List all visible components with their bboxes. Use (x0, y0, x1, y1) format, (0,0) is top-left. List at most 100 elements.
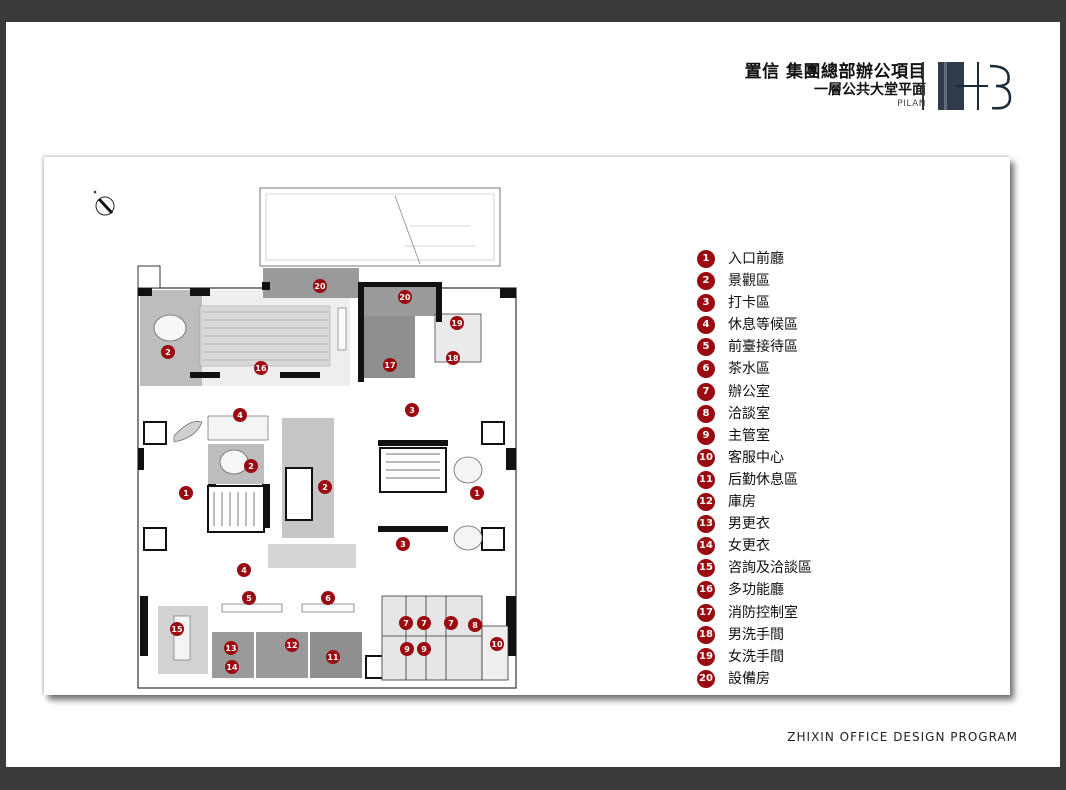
title-block: 置信 集團總部辦公項目 一層公共大堂平面 PILAN (745, 62, 926, 110)
legend-item: 14 女更衣 (697, 535, 897, 557)
svg-text:10: 10 (491, 640, 503, 649)
legend-item: 19 女洗手間 (697, 646, 897, 668)
plan-marker: 15 (170, 622, 184, 636)
legend-number: 20 (697, 669, 715, 688)
svg-text:17: 17 (384, 361, 395, 370)
plan-marker: 7 (444, 616, 458, 630)
svg-text:16: 16 (255, 364, 267, 373)
plan-marker: 4 (237, 563, 251, 577)
legend-number: 4 (697, 316, 715, 335)
legend-item: 3 打卡區 (697, 292, 897, 314)
legend-label: 女洗手間 (728, 648, 784, 665)
legend-number: 16 (697, 581, 715, 600)
title-divider (922, 62, 924, 110)
plan-marker: 16 (254, 361, 268, 375)
plan-marker: 20 (398, 290, 412, 304)
svg-text:1: 1 (183, 489, 189, 498)
svg-text:14: 14 (226, 663, 238, 672)
svg-text:7: 7 (403, 619, 409, 628)
legend-label: 打卡區 (728, 295, 770, 312)
plan-marker: 5 (242, 591, 256, 605)
legend-number: 13 (697, 515, 715, 534)
plan-marker: 12 (285, 638, 299, 652)
legend-label: 入口前廳 (728, 251, 784, 267)
svg-text:1: 1 (474, 489, 480, 498)
svg-text:2: 2 (322, 483, 328, 492)
plan-marker: 19 (450, 316, 464, 330)
plan-marker: 7 (399, 616, 413, 630)
legend-number: 8 (697, 404, 715, 423)
svg-text:3: 3 (400, 540, 406, 549)
legend-number: 10 (697, 448, 715, 467)
legend-item: 12 庫房 (697, 491, 897, 513)
svg-text:6: 6 (325, 594, 331, 603)
legend-label: 庫房 (728, 494, 756, 511)
plan-marker: 2 (244, 459, 258, 473)
svg-text:13: 13 (225, 644, 236, 653)
svg-text:2: 2 (248, 462, 254, 471)
legend-number: 2 (697, 272, 715, 291)
legend-label: 主管室 (728, 427, 770, 444)
plan-marker: 1 (470, 486, 484, 500)
svg-text:3: 3 (409, 406, 415, 415)
legend-label: 客服中心 (728, 449, 784, 466)
drawing-subtitle-en: PILAN (897, 99, 926, 109)
svg-text:5: 5 (246, 594, 252, 603)
plan-marker: 9 (400, 642, 414, 656)
plan-marker: 3 (396, 537, 410, 551)
legend-label: 休息等候區 (728, 317, 798, 334)
legend-number: 9 (697, 426, 715, 445)
plan-marker: 1 (179, 486, 193, 500)
svg-text:8: 8 (472, 621, 478, 630)
legend-number: 5 (697, 338, 715, 357)
svg-text:20: 20 (314, 282, 326, 291)
svg-text:9: 9 (404, 645, 410, 654)
plan-marker: 9 (417, 642, 431, 656)
legend-label: 女更衣 (728, 538, 770, 555)
plan-marker: 17 (383, 358, 397, 372)
legend-item: 4 休息等候區 (697, 314, 897, 336)
svg-text:20: 20 (399, 293, 411, 302)
legend-label: 辦公室 (728, 383, 770, 400)
plan-marker: 10 (490, 637, 504, 651)
plan-marker: 18 (446, 351, 460, 365)
plan-marker: 4 (233, 408, 247, 422)
h3-logo-icon (938, 62, 1012, 110)
svg-text:4: 4 (241, 566, 247, 575)
svg-text:19: 19 (451, 319, 463, 328)
svg-text:9: 9 (421, 645, 427, 654)
legend-label: 茶水區 (728, 361, 770, 378)
plan-marker: 20 (313, 279, 327, 293)
legend-number: 17 (697, 603, 715, 622)
floor-plan: 1 1 2 2 2 3 3 4 4 5 6 7 7 7 8 9 9 10 11 … (137, 187, 517, 689)
legend-number: 15 (697, 559, 715, 578)
legend-number: 14 (697, 537, 715, 556)
svg-text:12: 12 (286, 641, 297, 650)
legend-number: 3 (697, 294, 715, 313)
legend-item: 10 客服中心 (697, 447, 897, 469)
north-arrow-icon (93, 190, 115, 216)
legend-label: 消防控制室 (728, 604, 798, 621)
legend-item: 9 主管室 (697, 425, 897, 447)
footer-caption: ZHIXIN OFFICE DESIGN PROGRAM (787, 730, 1018, 744)
plan-marker: 14 (225, 660, 239, 674)
plan-marker: 6 (321, 591, 335, 605)
legend-number: 19 (697, 647, 715, 666)
legend-label: 洽談室 (728, 405, 770, 422)
plan-marker: 2 (161, 345, 175, 359)
legend-label: 多功能廳 (728, 582, 784, 599)
legend-item: 8 洽談室 (697, 403, 897, 425)
plan-marker: 13 (224, 641, 238, 655)
svg-text:4: 4 (237, 411, 243, 420)
legend-number: 12 (697, 493, 715, 512)
